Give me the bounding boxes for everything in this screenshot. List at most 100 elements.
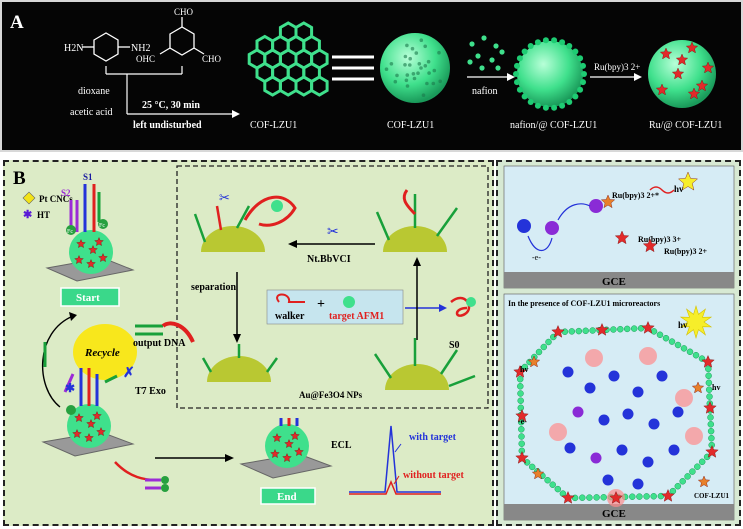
diamine-molecule (82, 32, 130, 62)
reaction-bracket (105, 66, 232, 115)
ring-ru-stars (513, 320, 719, 504)
cof-bead (674, 482, 682, 490)
pore (389, 62, 394, 66)
pore (404, 78, 409, 83)
ht-legend: HT (37, 210, 50, 220)
ru-star (515, 408, 529, 422)
cof-bead (617, 325, 624, 333)
ru-star (551, 324, 565, 338)
cof-bead (643, 493, 650, 500)
fc-fragment-dot-1 (161, 476, 169, 484)
inner-dashed-box (176, 165, 489, 409)
hex-cell (294, 75, 314, 97)
panel-a: A H2N NH2 CHO OHC CHO dioxane acetic aci… (0, 0, 743, 152)
fc-fragment-dot-2 (161, 484, 169, 492)
ru-star (92, 410, 102, 421)
cof-bead (694, 463, 701, 470)
cof-bead (518, 433, 525, 440)
cof-bead (669, 487, 677, 495)
walker-label: walker (275, 311, 305, 322)
start-strands (69, 184, 101, 232)
end-electrode-stars (270, 430, 304, 463)
top-subpanel (503, 165, 735, 289)
cof-bead (674, 341, 682, 349)
ru-star (284, 438, 294, 449)
ru-star (74, 254, 84, 265)
pore (437, 50, 441, 55)
cof-lzu1-bottom-label: COF-LZU1 (694, 492, 730, 500)
coat-dot (551, 37, 558, 44)
ecl-with-target-curve (349, 425, 441, 493)
coat-dot (566, 43, 573, 49)
ru-star (595, 322, 609, 336)
e-label-top: -e- (532, 253, 541, 262)
cof-bead (517, 397, 524, 404)
nicking-label: Nt.BbVCI (307, 254, 351, 265)
binding-arrow-head (439, 304, 447, 312)
tpra-molecule (642, 456, 654, 468)
ru-step-label: Ru(bpy)3 2+ (594, 62, 640, 72)
pore (426, 59, 431, 64)
coat-dot (514, 79, 520, 86)
cof-bead (650, 493, 657, 500)
coat-dot (527, 99, 534, 105)
scissors-icon-1: ✂ (219, 190, 230, 205)
tpra-cat-top (545, 221, 559, 235)
scissors-icon-2: ✂ (327, 225, 339, 240)
tpra-radical-cation (639, 347, 657, 365)
recycle-ellipse (73, 324, 137, 380)
up-arrow-head (413, 257, 421, 266)
output-dna-label: output DNA (133, 338, 186, 349)
presence-label: In the presence of COF-LZU1 microreactor… (508, 299, 660, 308)
s0-strands (373, 338, 476, 388)
pore (384, 67, 389, 71)
hex-cell (263, 75, 282, 97)
tpra-molecule (608, 370, 620, 382)
coat-dot (580, 79, 586, 86)
coat-dot (566, 99, 573, 105)
walker-top-left (193, 205, 251, 243)
tpra-molecule (562, 366, 574, 378)
cof-bead (516, 375, 524, 383)
nafion-cof-label: nafion/@ COF-LZU1 (510, 120, 597, 131)
start-electrode-stars (74, 236, 108, 269)
condition-acid: acetic acid (70, 107, 112, 118)
cof-bead (679, 478, 686, 485)
coat-dot (521, 93, 528, 100)
walker-target-box (266, 289, 404, 325)
cof-bead (705, 386, 713, 393)
coat-dot (580, 62, 586, 69)
pore (410, 46, 415, 51)
ru-star (272, 432, 282, 443)
cof-hex-lattice (247, 21, 329, 97)
nicking-arrow-head (288, 240, 297, 248)
pore (403, 54, 408, 59)
cof-bead (705, 365, 712, 373)
separation-label: separation (191, 282, 236, 293)
ru-star (655, 83, 669, 96)
tpra-molecule (672, 406, 684, 418)
with-target-pointer (394, 443, 402, 453)
nafion-coat-dots (513, 37, 587, 111)
reaction-arrow-head (232, 110, 240, 118)
ru-star (94, 236, 104, 247)
without-target-pointer (393, 475, 400, 485)
fc-label-left: Fc (67, 229, 73, 235)
with-target-label: with target (409, 432, 457, 443)
ru-star (671, 67, 685, 80)
pore (423, 64, 428, 68)
ru-star (515, 450, 529, 464)
cof-bead (630, 325, 638, 332)
bottom-left-stars (72, 410, 106, 443)
ht-icon: ✱ (23, 209, 32, 221)
pore (405, 43, 409, 48)
cof-bead (705, 379, 713, 387)
fc-dot-left (66, 225, 76, 235)
ru-star (659, 47, 673, 60)
ru-star (687, 87, 701, 100)
cof-sphere-pores (384, 38, 443, 97)
cof-label-1: COF-LZU1 (250, 120, 297, 131)
ru-star (697, 475, 711, 488)
hv-left-label: hv (520, 365, 528, 374)
aldehyde-left-label: OHC (136, 54, 155, 64)
